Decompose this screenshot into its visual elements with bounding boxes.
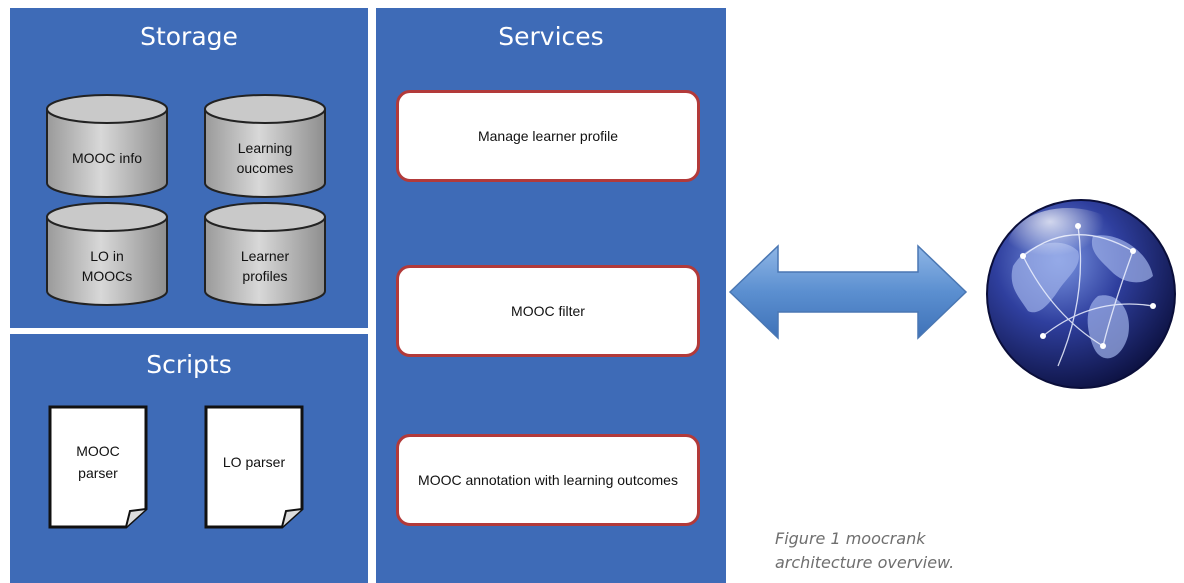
script-label: MOOC parser — [76, 443, 120, 481]
globe-network-icon — [986, 199, 1176, 389]
script-file-mooc-parser: MOOC parser — [48, 405, 148, 529]
document-icon — [204, 405, 304, 529]
database-icon — [46, 202, 168, 306]
services-panel: Services Manage learner profile MOOC fil… — [376, 8, 726, 583]
database-icon — [204, 94, 326, 198]
database-label: MOOC info — [71, 150, 142, 166]
database-icon — [46, 94, 168, 198]
database-learning-outcomes: Learning oucomes — [203, 93, 327, 199]
database-label: Learning oucomes — [236, 140, 294, 176]
database-learner-profiles: Learner profiles — [203, 201, 327, 307]
bidirectional-arrow — [728, 244, 968, 340]
storage-panel: Storage MOOC info Learning oucomes LO in… — [10, 8, 368, 328]
services-title: Services — [498, 22, 604, 51]
document-icon — [48, 405, 148, 529]
script-file-lo-parser: LO parser — [204, 405, 304, 529]
scripts-title: Scripts — [146, 350, 232, 379]
database-icon — [204, 202, 326, 306]
database-label: LO in MOOCs — [81, 248, 133, 284]
service-mooc-annotation: MOOC annotation with learning outcomes — [396, 434, 700, 526]
storage-title: Storage — [140, 22, 238, 51]
figure-caption: Figure 1 moocrank architecture overview. — [775, 529, 955, 572]
database-label: Learner profiles — [240, 248, 290, 284]
database-lo-in-moocs: LO in MOOCs — [45, 201, 169, 307]
service-manage-learner-profile: Manage learner profile — [396, 90, 700, 182]
service-mooc-filter: MOOC filter — [396, 265, 700, 357]
database-mooc-info: MOOC info — [45, 93, 169, 199]
script-label: LO parser — [222, 454, 286, 470]
scripts-panel: Scripts MOOC parser LO parser — [10, 334, 368, 583]
